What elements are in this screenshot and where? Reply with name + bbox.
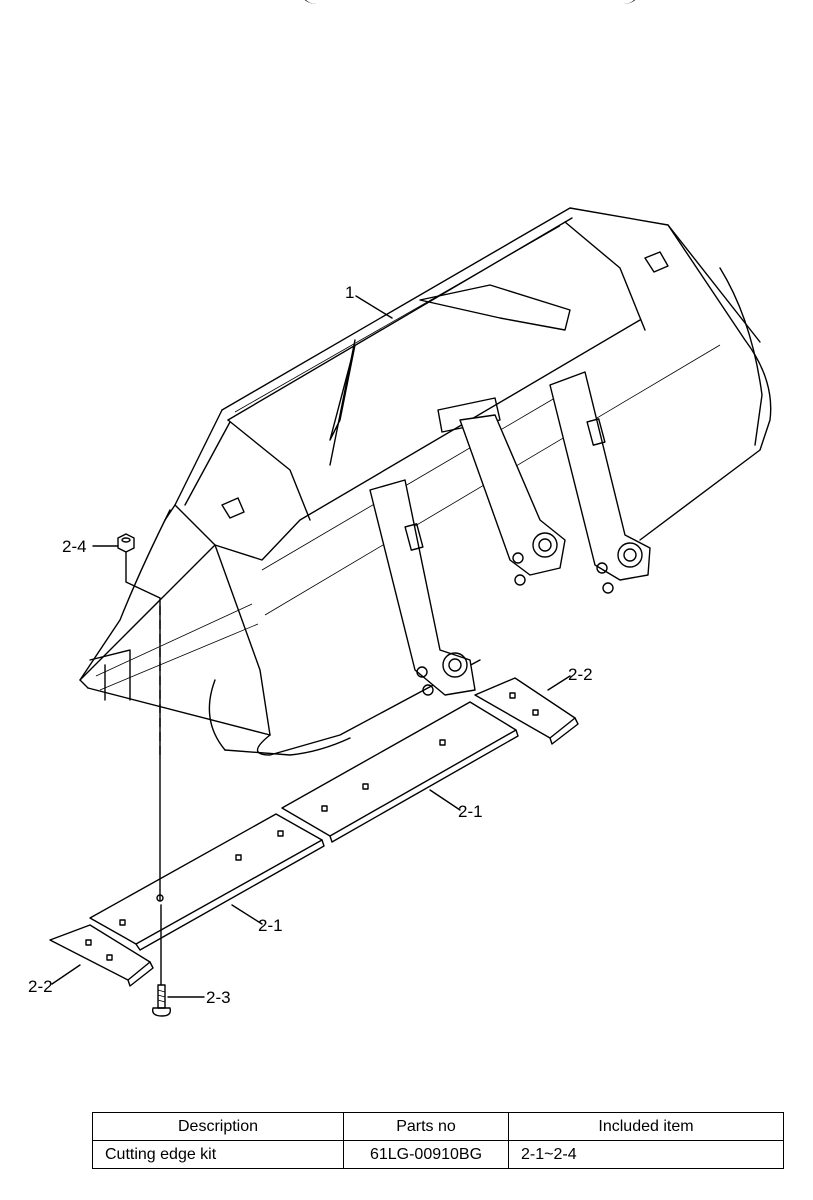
nut (117, 533, 135, 553)
end-bit-right (474, 677, 579, 745)
callout-2-1-center: 2-1 (458, 802, 483, 821)
cell-included-item: 2-1~2-4 (508, 1140, 784, 1169)
bucket (79, 207, 772, 756)
callout-2-3: 2-3 (206, 988, 231, 1007)
callout-2-2-left: 2-2 (28, 977, 53, 996)
header-description: Description (92, 1112, 344, 1141)
table-row: Cutting edge kit 61LG-00910BG 2-1~2-4 (92, 1140, 784, 1169)
callout-1: 1 (345, 283, 354, 302)
header-included-item: Included item (508, 1112, 784, 1141)
cell-parts-no: 61LG-00910BG (343, 1140, 509, 1169)
bolt (152, 984, 172, 1017)
callout-2-1-left: 2-1 (258, 916, 283, 935)
callout-2-4: 2-4 (62, 537, 87, 556)
cutting-edge-left (89, 813, 325, 951)
mounting-lug (369, 479, 476, 696)
parts-table: Description Parts no Included item Cutti… (92, 1112, 784, 1169)
callout-2-2-right: 2-2 (568, 665, 593, 684)
mounting-lug (459, 414, 566, 586)
mounting-lug (549, 371, 651, 594)
cell-description: Cutting edge kit (92, 1140, 344, 1169)
end-bit-left (49, 924, 154, 987)
cutting-edge-center (281, 701, 519, 843)
bucket-exploded-diagram: 1 2-4 2-2 2-1 2-1 2-2 2-3 (28, 207, 772, 1017)
header-parts-no: Parts no (343, 1112, 509, 1141)
table-header-row: Description Parts no Included item (92, 1112, 784, 1141)
